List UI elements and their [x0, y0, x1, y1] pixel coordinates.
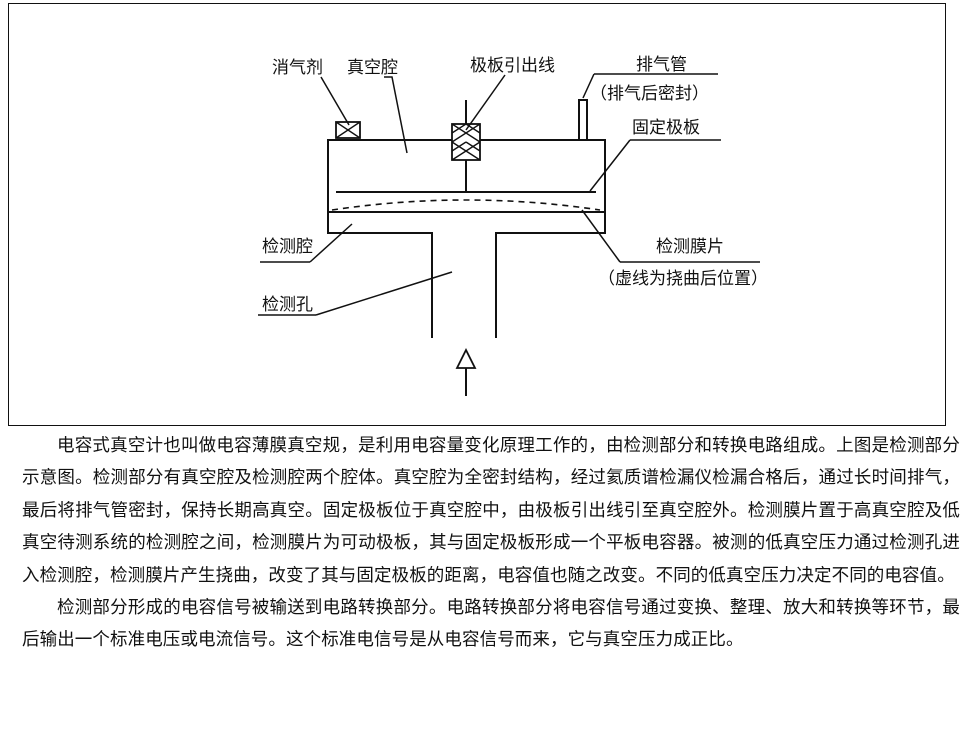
body-text: 电容式真空计也叫做电容薄膜真空规，是利用电容量变化原理工作的，由检测部分和转换电… [22, 430, 960, 657]
label-membrane-note: （虚线为挠曲后位置） [598, 269, 768, 289]
label-detect-membrane: 检测膜片 [656, 237, 724, 257]
detect-chamber-outline [327, 212, 433, 338]
leader-lines [258, 73, 760, 316]
paragraph-1: 电容式真空计也叫做电容薄膜真空规，是利用电容量变化原理工作的，由检测部分和转换电… [22, 436, 960, 586]
detect-hole-outline [495, 212, 606, 338]
label-fixed-plate: 固定极板 [632, 118, 700, 138]
label-getter: 消气剂 [272, 58, 323, 78]
gauge-diagram: 消气剂 真空腔 极板引出线 排气管 （排气后密封） 固定极板 检测腔 检测膜片 … [258, 55, 768, 396]
label-exhaust-pipe: 排气管 [636, 55, 687, 75]
label-vacuum-chamber: 真空腔 [347, 58, 398, 78]
paragraph-2: 检测部分形成的电容信号被输送到电路转换部分。电路转换部分将电容信号通过变换、整理… [22, 598, 960, 651]
deflected-membrane [331, 199, 601, 211]
label-detect-chamber: 检测腔 [262, 237, 313, 257]
pressure-inlet-arrow [455, 347, 477, 396]
figure-frame [8, 3, 946, 426]
exhaust-pipe [578, 99, 588, 140]
label-plate-lead: 极板引出线 [470, 56, 555, 76]
label-detect-hole: 检测孔 [262, 295, 313, 315]
label-exhaust-pipe-note: （排气后密封） [590, 84, 709, 104]
